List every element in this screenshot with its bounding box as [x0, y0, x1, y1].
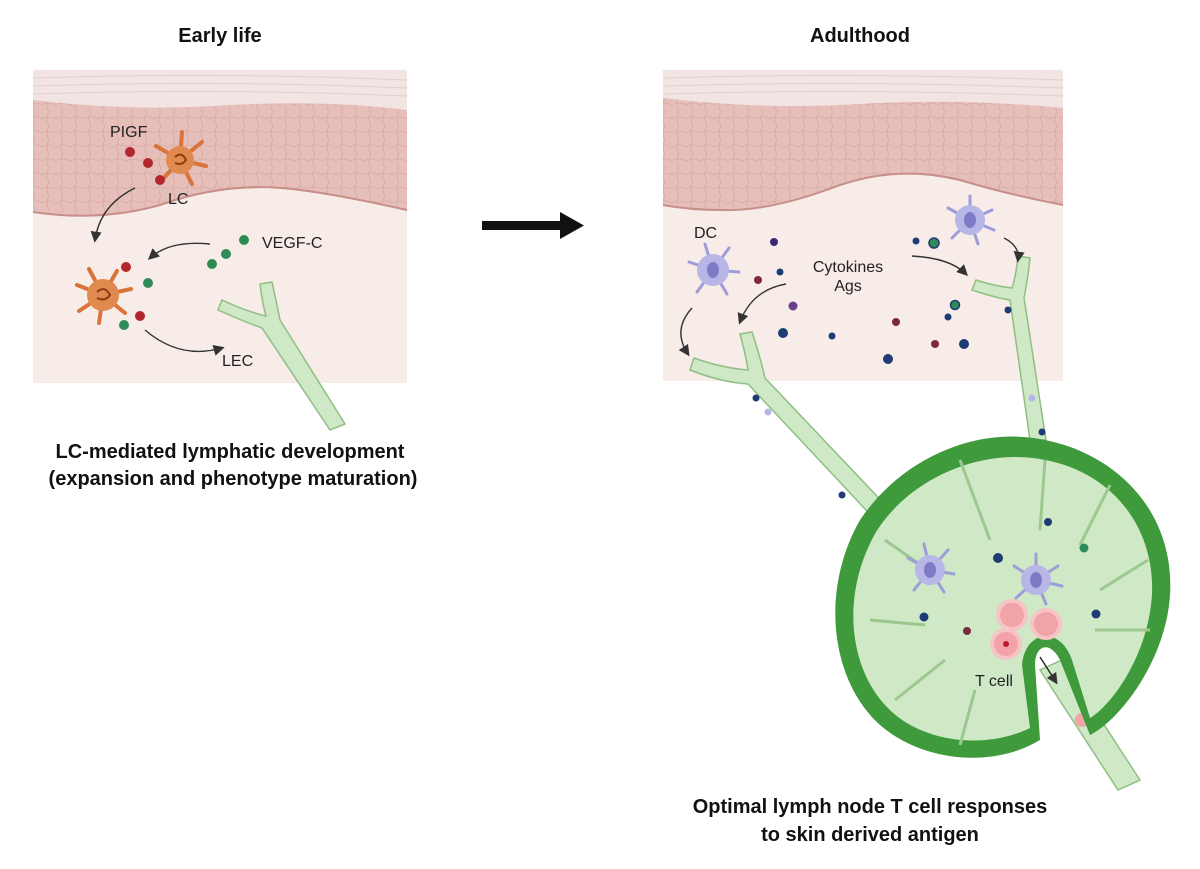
dendritic-cell-skin	[687, 242, 741, 296]
lymph-node-cortex	[853, 457, 1153, 741]
pigf-dot	[121, 262, 131, 272]
basement-membrane	[662, 172, 1064, 212]
label-cytokines: Cytokines	[813, 259, 883, 276]
skin-section-adulthood	[662, 70, 1064, 381]
pigf-dot	[125, 147, 135, 157]
arrow-lc-migration	[90, 187, 136, 243]
panel-title-adulthood: Adulthood	[810, 25, 910, 47]
transition-arrow	[482, 212, 584, 239]
label-lec: LEC	[222, 353, 253, 370]
label-pigf: PIGF	[110, 124, 148, 141]
vegfc-dot	[207, 259, 217, 269]
stratum-corneum	[663, 70, 1063, 108]
arrow-t-cell-egress	[1039, 656, 1058, 685]
arrow-dc-entry	[1003, 237, 1025, 263]
label-dc: DC	[694, 225, 717, 242]
pigf-dot	[143, 158, 153, 168]
arrow-vegfc-to-lc	[147, 242, 211, 260]
caption-right-line1: Optimal lymph node T cell responses	[693, 796, 1048, 818]
label-ags: Ags	[834, 278, 862, 295]
vegfc-dot	[239, 235, 249, 245]
t-cell-cluster	[990, 599, 1062, 660]
lymphatic-vessel-right	[971, 255, 1047, 441]
lymph-node	[835, 436, 1171, 758]
basement-membrane	[32, 186, 408, 217]
vegfc-dot	[221, 249, 231, 259]
arrow-lc-to-lec	[144, 329, 225, 356]
lymphatic-vessel-left	[689, 331, 894, 527]
dendritic-cell-node	[1012, 552, 1064, 606]
skin-section-early-life	[32, 70, 408, 383]
cytokine-antigen-dots	[754, 237, 969, 364]
label-vegf-c: VEGF-C	[262, 235, 322, 252]
caption-left-line1: LC-mediated lymphatic development	[56, 441, 405, 463]
arrow-dc-to-vessel	[678, 307, 693, 357]
dendritic-cell-node	[906, 542, 956, 594]
langerhans-cell-upper	[154, 130, 208, 186]
caption-left-line2: (expansion and phenotype maturation)	[49, 468, 418, 490]
panel-title-early-life: Early life	[178, 25, 261, 47]
label-t-cell: T cell	[975, 673, 1013, 690]
label-lc: LC	[168, 191, 188, 208]
langerhans-cell-lower	[75, 267, 133, 325]
dendritic-cell-skin	[946, 194, 996, 246]
arrow-cytokines-to-vessel	[911, 255, 968, 276]
arrow-ags-to-vessel	[737, 283, 787, 325]
pigf-dot	[155, 175, 165, 185]
vegfc-dot	[143, 278, 153, 288]
lymphatic-vessel-early	[217, 281, 347, 431]
pigf-dot	[135, 311, 145, 321]
stratum-corneum	[33, 70, 407, 110]
vegfc-dot	[119, 320, 129, 330]
caption-right-line2: to skin derived antigen	[761, 824, 979, 846]
